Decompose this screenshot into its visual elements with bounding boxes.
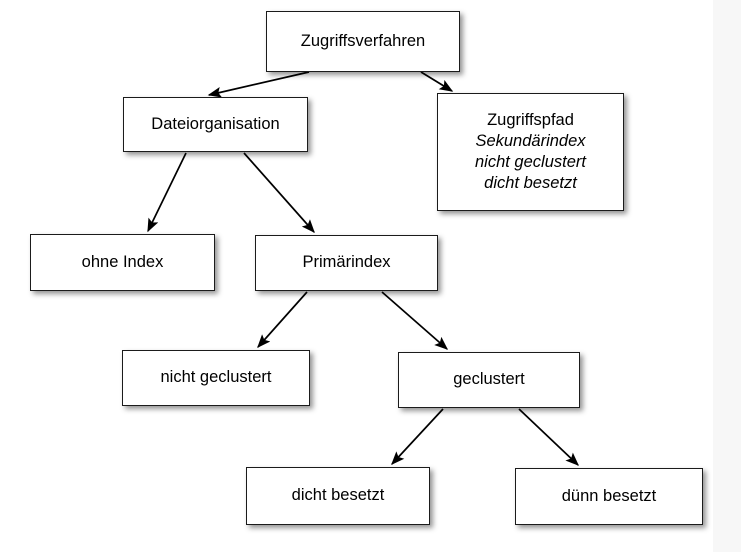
- edge-zugriffsverfahren-to-zugriffspfad: [420, 71, 454, 92]
- edges: [147, 71, 579, 466]
- edge-geclustert-to-dicht-besetzt: [391, 408, 444, 465]
- right-margin-strip: [713, 0, 741, 552]
- node-dicht-besetzt-line-1: dicht besetzt: [291, 486, 385, 505]
- node-primaerindex-line-1: Primärindex: [302, 253, 391, 272]
- node-zugriffsverfahren[interactable]: Zugriffsverfahren: [266, 11, 460, 72]
- node-zugriffspfad-line-3: nicht geclustert: [475, 153, 586, 171]
- edge-zugriffsverfahren-to-dateiorganisation: [207, 71, 310, 98]
- node-zugriffspfad-line-4: dicht besetzt: [484, 174, 577, 193]
- edge-dateiorganisation-to-primaerindex: [243, 152, 315, 234]
- node-primaerindex[interactable]: Primärindex: [255, 235, 438, 291]
- node-zugriffspfad-line-2: Sekundärindex: [475, 131, 586, 150]
- node-duenn-besetzt-line-1: dünn besetzt: [561, 486, 657, 505]
- node-ohne-index[interactable]: ohne Index: [30, 234, 215, 291]
- edge-primaerindex-to-geclustert: [381, 291, 449, 350]
- node-geclustert[interactable]: geclustert: [398, 352, 580, 408]
- node-dateiorganisation[interactable]: Dateiorganisation: [123, 97, 308, 152]
- node-duenn-besetzt[interactable]: dünn besetzt: [515, 468, 703, 525]
- node-zugriffspfad-line-1: Zugriffspfad: [487, 110, 574, 129]
- node-zugriffsverfahren-line-1: Zugriffsverfahren: [300, 31, 426, 50]
- node-nicht-geclustert[interactable]: nicht geclustert: [122, 350, 310, 406]
- edge-primaerindex-to-nicht-geclustert: [257, 291, 308, 349]
- node-dicht-besetzt[interactable]: dicht besetzt: [246, 467, 430, 525]
- node-nicht-geclustert-line-1: nicht geclustert: [160, 368, 272, 387]
- edge-geclustert-to-duenn-besetzt: [518, 408, 579, 466]
- node-dateiorganisation-line-1: Dateiorganisation: [151, 114, 280, 133]
- edge-dateiorganisation-to-ohne-index: [147, 152, 187, 233]
- node-ohne-index-line-1: ohne Index: [81, 252, 164, 271]
- node-geclustert-line-1: geclustert: [453, 370, 525, 389]
